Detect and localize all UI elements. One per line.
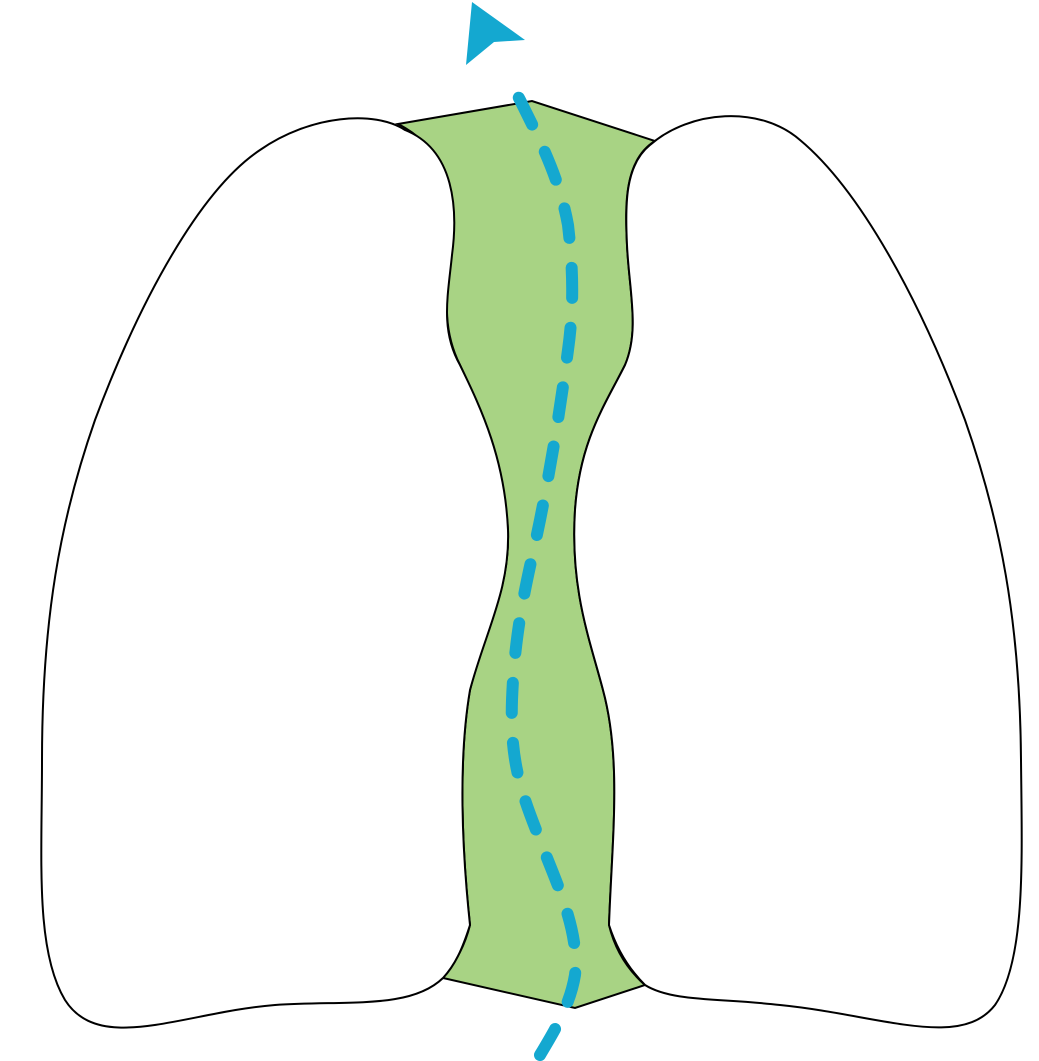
left-lung-shape	[41, 118, 508, 1027]
arrowhead-icon	[466, 2, 525, 65]
right-lung-shape	[574, 116, 1022, 1027]
